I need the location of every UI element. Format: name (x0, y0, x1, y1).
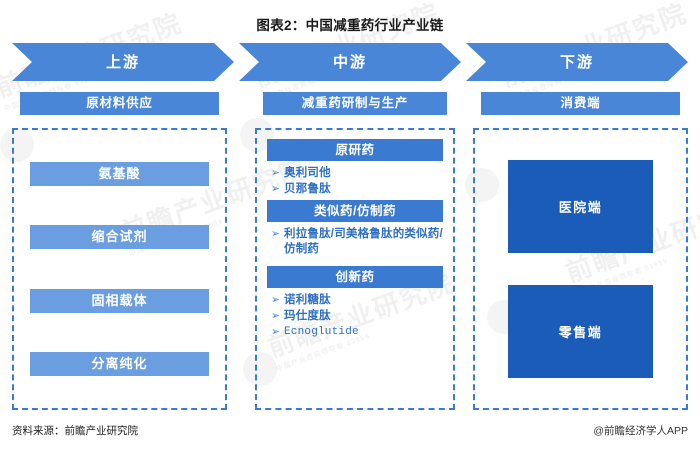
list-item-label: 贝那鲁肽 (284, 183, 331, 195)
list-item-label: 奥利司他 (284, 167, 331, 179)
column-header-midstream: 减重药研制与生产 (263, 92, 447, 115)
upstream-item[interactable]: 氨基酸 (30, 161, 209, 186)
stage-chevron-midstream[interactable]: 中游 (239, 43, 461, 81)
stage-label-upstream: 上游 (105, 53, 140, 71)
list-item-label: Ecnoglutide (284, 326, 359, 338)
column-midstream: 减重药研制与生产 原研药 ➢ 奥利司他 ➢ 贝那鲁肽 类似药/仿制药 (255, 92, 455, 410)
list-item: ➢ 玛仕度肽 (267, 309, 443, 324)
footer: 资料来源：前瞻产业研究院 @前瞻经济学人APP (12, 423, 688, 438)
value-chain-columns: 原材料供应 氨基酸 缩合试剂 固相载体 分离纯化 减重药研制与生产 原研药 ➢ … (12, 92, 688, 410)
column-downstream: 消费端 医院端 零售端 (473, 92, 688, 410)
midstream-group-title[interactable]: 类似药/仿制药 (267, 200, 443, 222)
upstream-item[interactable]: 缩合试剂 (30, 225, 209, 250)
midstream-dashed-container: 原研药 ➢ 奥利司他 ➢ 贝那鲁肽 类似药/仿制药 ➢ (255, 128, 455, 410)
column-upstream: 原材料供应 氨基酸 缩合试剂 固相载体 分离纯化 (12, 92, 227, 410)
midstream-group-bullets: ➢ 诺利糖肽 ➢ 玛仕度肽 ➢ Ecnoglutide (267, 293, 443, 341)
stage-chevron-upstream[interactable]: 上游 (12, 43, 234, 81)
stage-label-midstream: 中游 (332, 53, 367, 71)
stage-label-downstream: 下游 (559, 53, 594, 71)
attribution-note: @前瞻经济学人APP (593, 425, 688, 437)
midstream-group-title[interactable]: 创新药 (267, 266, 443, 288)
upstream-item[interactable]: 分离纯化 (30, 352, 209, 377)
column-header-downstream: 消费端 (481, 92, 680, 115)
upstream-item[interactable]: 固相载体 (30, 288, 209, 313)
downstream-item[interactable]: 医院端 (508, 160, 653, 253)
bullet-arrow-icon: ➢ (270, 326, 281, 338)
bullet-arrow-icon: ➢ (270, 294, 281, 306)
bullet-arrow-icon: ➢ (270, 310, 281, 322)
list-item: ➢ 利拉鲁肽/司美格鲁肽的类似药/仿制药 (267, 227, 443, 257)
list-item-label: 玛仕度肽 (284, 310, 331, 322)
list-item-label: 诺利糖肽 (284, 294, 331, 306)
downstream-dashed-container: 医院端 零售端 (473, 128, 688, 410)
midstream-group-bullets: ➢ 利拉鲁肽/司美格鲁肽的类似药/仿制药 (267, 227, 443, 258)
bullet-arrow-icon: ➢ (270, 167, 281, 179)
stage-chevron-downstream[interactable]: 下游 (466, 43, 688, 81)
midstream-group-title[interactable]: 原研药 (267, 139, 443, 161)
value-chain-stage-band: 上游 中游 下游 (12, 43, 688, 81)
list-item: ➢ 诺利糖肽 (267, 293, 443, 308)
upstream-dashed-container: 氨基酸 缩合试剂 固相载体 分离纯化 (12, 128, 227, 410)
source-note: 资料来源：前瞻产业研究院 (12, 425, 138, 437)
list-item: ➢ Ecnoglutide (267, 325, 443, 340)
page-title: 图表2：中国减重药行业产业链 (256, 18, 444, 33)
list-item: ➢ 贝那鲁肽 (267, 182, 443, 197)
midstream-group-bullets: ➢ 奥利司他 ➢ 贝那鲁肽 (267, 166, 443, 198)
bullet-arrow-icon: ➢ (270, 228, 281, 240)
column-header-upstream: 原材料供应 (20, 92, 219, 115)
downstream-item[interactable]: 零售端 (508, 285, 653, 378)
list-item-label: 利拉鲁肽/司美格鲁肽的类似药/仿制药 (284, 228, 443, 255)
list-item: ➢ 奥利司他 (267, 166, 443, 181)
bullet-arrow-icon: ➢ (270, 183, 281, 195)
